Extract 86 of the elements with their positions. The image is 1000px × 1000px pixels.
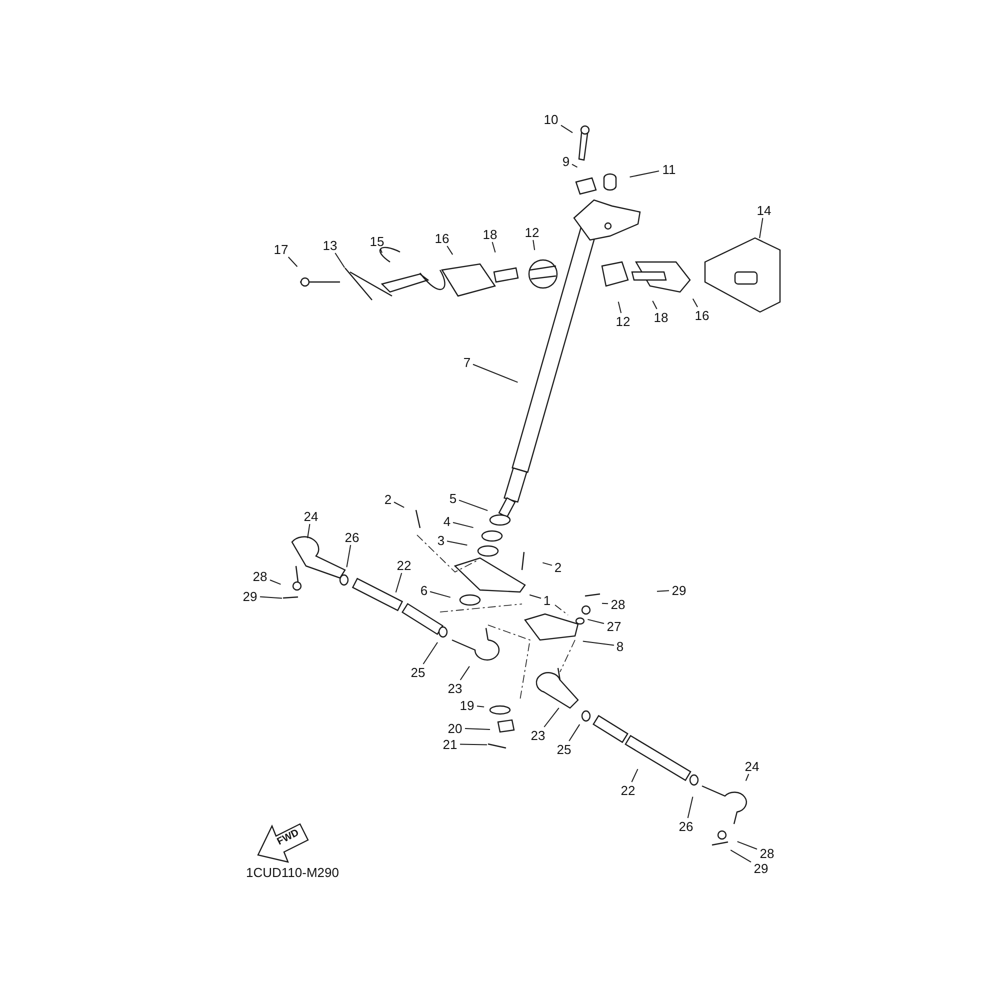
callout-number: 22 <box>394 557 414 573</box>
drawing-code: 1CUD110-M290 <box>246 866 339 879</box>
leader-line <box>422 642 438 664</box>
callout-number: 25 <box>554 741 574 757</box>
callout-number: 25 <box>408 664 428 680</box>
callout-number: 20 <box>445 720 465 736</box>
leader-line <box>602 602 608 604</box>
callout-number: 7 <box>461 354 473 370</box>
callout-number: 9 <box>560 153 572 169</box>
callout-number: 22 <box>618 782 638 798</box>
callout-number: 29 <box>669 582 689 598</box>
leader-line <box>476 706 485 708</box>
leader-line <box>446 540 468 546</box>
callout-number: 10 <box>541 111 561 127</box>
leader-line <box>687 796 694 818</box>
leader-line <box>736 841 758 850</box>
leader-line <box>542 562 552 566</box>
leader-line <box>307 524 310 539</box>
leader-line <box>568 724 580 742</box>
callout-number: 1 <box>541 592 553 608</box>
callout-number: 23 <box>528 727 548 743</box>
callout-number: 24 <box>742 758 762 774</box>
callout-number: 26 <box>342 529 362 545</box>
leader-line <box>692 298 698 308</box>
leader-line <box>656 590 670 592</box>
leader-line <box>346 544 352 568</box>
callout-number: 23 <box>445 680 465 696</box>
leader-line <box>745 774 750 782</box>
callout-number: 8 <box>614 638 626 654</box>
callout-number: 28 <box>608 596 628 612</box>
direction-label: FWD <box>276 828 301 848</box>
callout-number: 2 <box>552 559 564 575</box>
leader-line <box>529 594 542 599</box>
callout-number: 18 <box>651 309 671 325</box>
leader-line <box>532 240 536 251</box>
leader-line <box>446 246 454 256</box>
leader-line <box>730 850 752 863</box>
callout-number: 6 <box>418 582 430 598</box>
callout-number: 27 <box>604 618 624 634</box>
callout-number: 11 <box>659 161 679 177</box>
leader-line <box>629 170 660 178</box>
leader-line <box>618 301 622 314</box>
leader-line <box>544 707 560 728</box>
callout-number: 19 <box>457 697 477 713</box>
leader-line <box>652 300 658 310</box>
callout-number: 29 <box>240 588 260 604</box>
leader-line <box>560 124 574 134</box>
callout-number: 28 <box>757 845 777 861</box>
callout-number: 12 <box>613 313 633 329</box>
callout-number: 18 <box>480 226 500 242</box>
leader-line <box>458 500 488 512</box>
leader-line <box>260 596 283 599</box>
leader-line <box>582 640 614 646</box>
callout-number: 4 <box>441 513 453 529</box>
leader-line <box>572 164 578 168</box>
leader-line <box>394 502 405 508</box>
leader-line <box>759 218 764 239</box>
leader-line <box>380 248 383 254</box>
callout-number: 5 <box>447 490 459 506</box>
leader-line <box>395 572 402 593</box>
leader-line <box>430 591 451 598</box>
callout-number: 14 <box>754 202 774 218</box>
callout-number: 26 <box>676 818 696 834</box>
leader-line <box>587 618 604 624</box>
leader-line <box>460 744 488 746</box>
callout-number: 16 <box>432 230 452 246</box>
leader-line <box>464 728 490 730</box>
callout-number: 16 <box>692 307 712 323</box>
callout-number: 12 <box>522 224 542 240</box>
leader-line <box>472 364 518 383</box>
callout-number: 17 <box>271 241 291 257</box>
leader-line <box>452 522 474 528</box>
callout-number: 13 <box>320 237 340 253</box>
leader-line <box>492 242 496 253</box>
callout-number: 3 <box>435 532 447 548</box>
leader-line <box>288 256 298 268</box>
callout-number: 29 <box>751 860 771 876</box>
callout-number: 24 <box>301 508 321 524</box>
callout-number: 2 <box>382 491 394 507</box>
leader-line <box>334 252 346 268</box>
callout-number: 21 <box>440 736 460 752</box>
callout-number: 15 <box>367 233 387 249</box>
leader-line <box>270 580 282 585</box>
callout-number: 28 <box>250 568 270 584</box>
leader-line <box>631 768 638 782</box>
leader-line <box>460 666 470 680</box>
